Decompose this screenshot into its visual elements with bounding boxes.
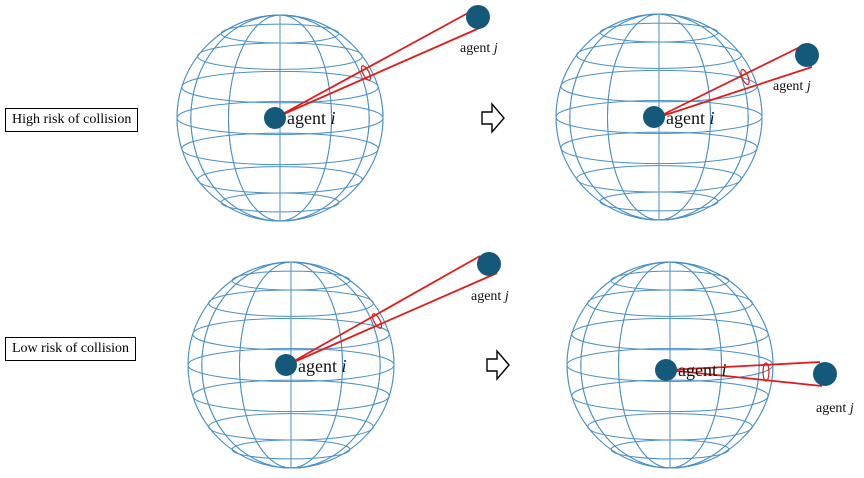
agent-j-label: agent j xyxy=(773,79,811,94)
collision-cone xyxy=(286,255,498,366)
wireframe-sphere-high-right xyxy=(555,13,763,221)
agent-i-label: agent i xyxy=(678,360,727,380)
row-label-low-risk: Low risk of collision xyxy=(5,337,137,361)
agent-i-label: agent i xyxy=(666,108,715,128)
collision-cone xyxy=(667,361,823,387)
agent-i-dot xyxy=(655,359,677,381)
agent-j-dot xyxy=(795,43,819,67)
panel-high-left: agent i agent j xyxy=(264,5,498,129)
row-label-high-risk: High risk of collision xyxy=(5,108,139,132)
agent-i-dot xyxy=(264,107,286,129)
agent-j-dot xyxy=(466,5,490,29)
panel-low-left: agent i agent j xyxy=(275,252,509,376)
panel-low-right: agent i agent j xyxy=(655,359,854,416)
agent-j-label: agent j xyxy=(471,289,509,304)
agent-i-dot xyxy=(275,354,297,376)
agent-i-label: agent i xyxy=(287,108,336,128)
collision-cone xyxy=(276,12,485,118)
wireframe-sphere-high-left xyxy=(176,14,384,222)
agent-j-dot xyxy=(813,362,837,386)
agent-j-label: agent j xyxy=(816,401,854,416)
agent-i-label: agent i xyxy=(298,356,347,376)
right-arrow-outline-icon xyxy=(481,102,505,134)
panel-high-right: agent i agent j xyxy=(643,43,819,128)
wireframe-sphere-low-left xyxy=(187,261,395,469)
agent-i-dot xyxy=(643,106,665,128)
agent-j-dot xyxy=(477,252,501,276)
collision-cone xyxy=(655,46,813,119)
right-arrow-outline-icon xyxy=(486,349,510,381)
agent-j-label: agent j xyxy=(460,41,498,56)
